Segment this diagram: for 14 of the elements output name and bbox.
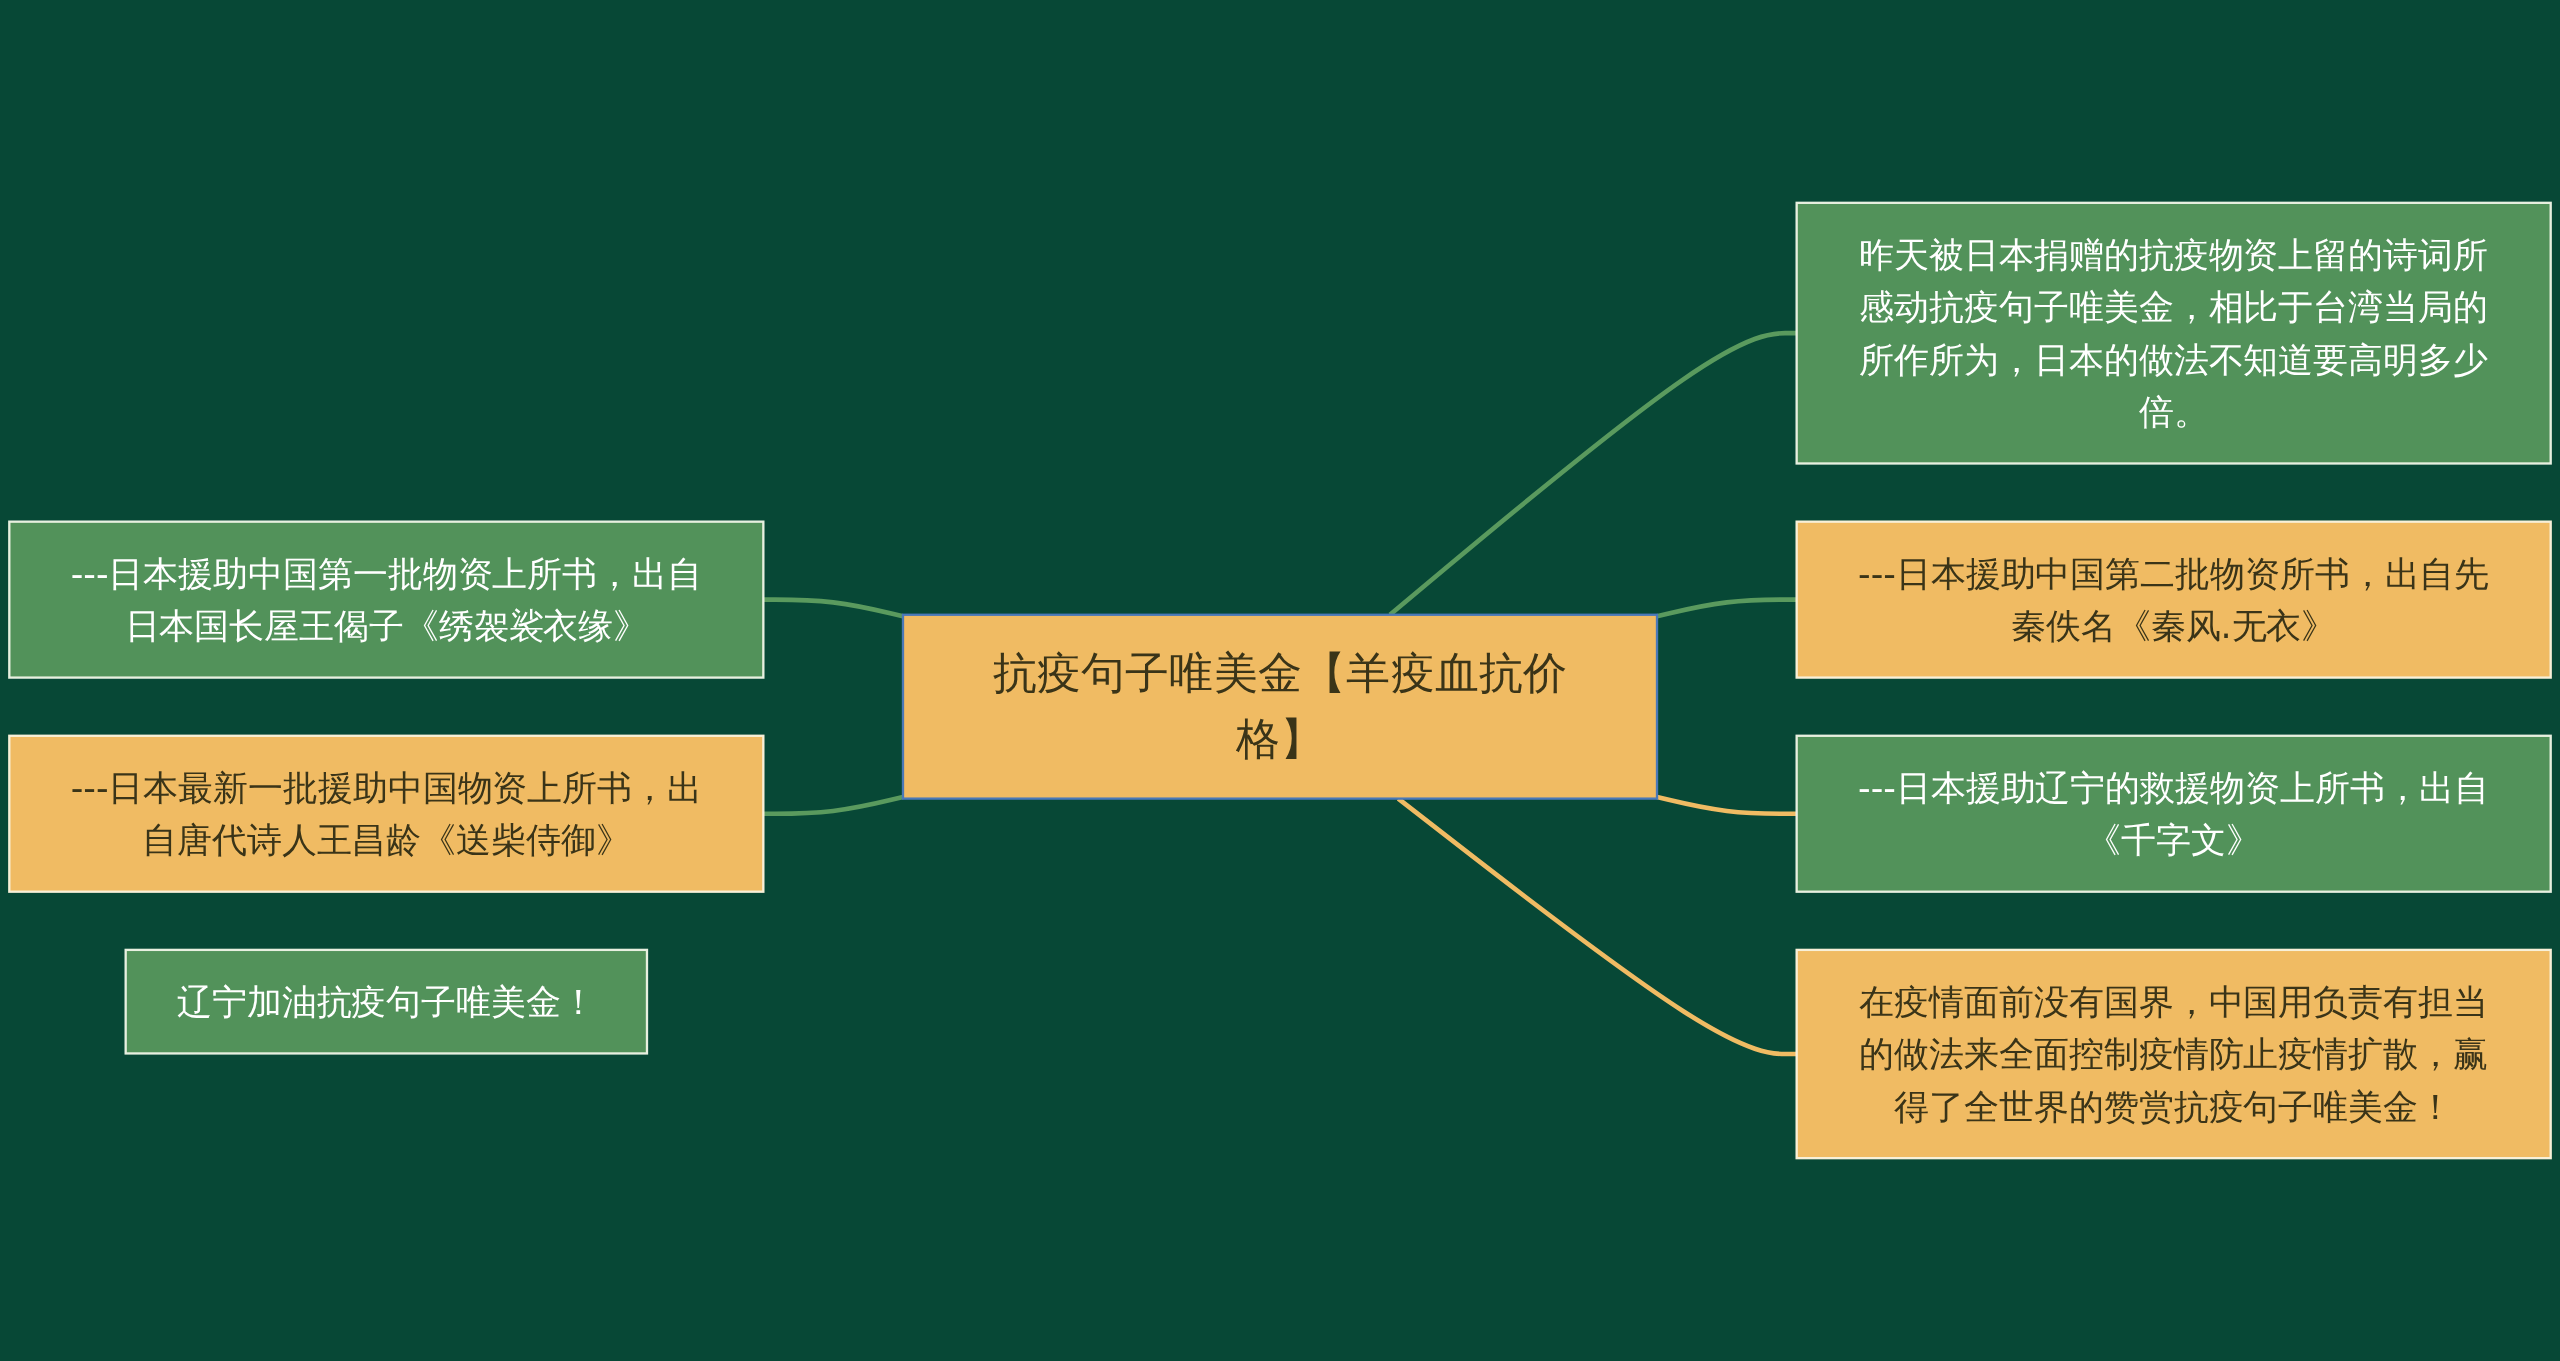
node-box: ---日本援助辽宁的救援物资上所书，出自《千字文》 [1795, 734, 2552, 893]
connector [763, 794, 904, 817]
node-box: ---日本援助中国第二批物资所书，出自先秦佚名《秦风.无衣》 [1795, 520, 2552, 679]
node-box: ---日本最新一批援助中国物资上所书，出自唐代诗人王昌龄《送柴侍御》 [8, 734, 765, 893]
connector [1656, 794, 1797, 817]
node-box: 抗疫句子唯美金【羊疫血抗价格】 [901, 613, 1659, 800]
node-box: 在疫情面前没有国界，中国用负责有担当的做法来全面控制疫情防止疫情扩散，赢得了全世界的赞赏抗疫句子唯美金！ [1795, 948, 2552, 1160]
node-box: ---日本援助中国第一批物资上所书，出自日本国长屋王偈子《绣袈裟衣缘》 [8, 520, 765, 679]
node-box: 辽宁加油抗疫句子唯美金！ [124, 948, 649, 1055]
connector [1388, 330, 1797, 617]
connector [763, 597, 904, 619]
connector [1656, 597, 1797, 619]
connector [1396, 796, 1797, 1057]
node-box: 昨天被日本捐赠的抗疫物资上留的诗词所感动抗疫句子唯美金，相比于台湾当局的所作所为，日本的做法不知道要高明多少倍。 [1795, 201, 2552, 465]
